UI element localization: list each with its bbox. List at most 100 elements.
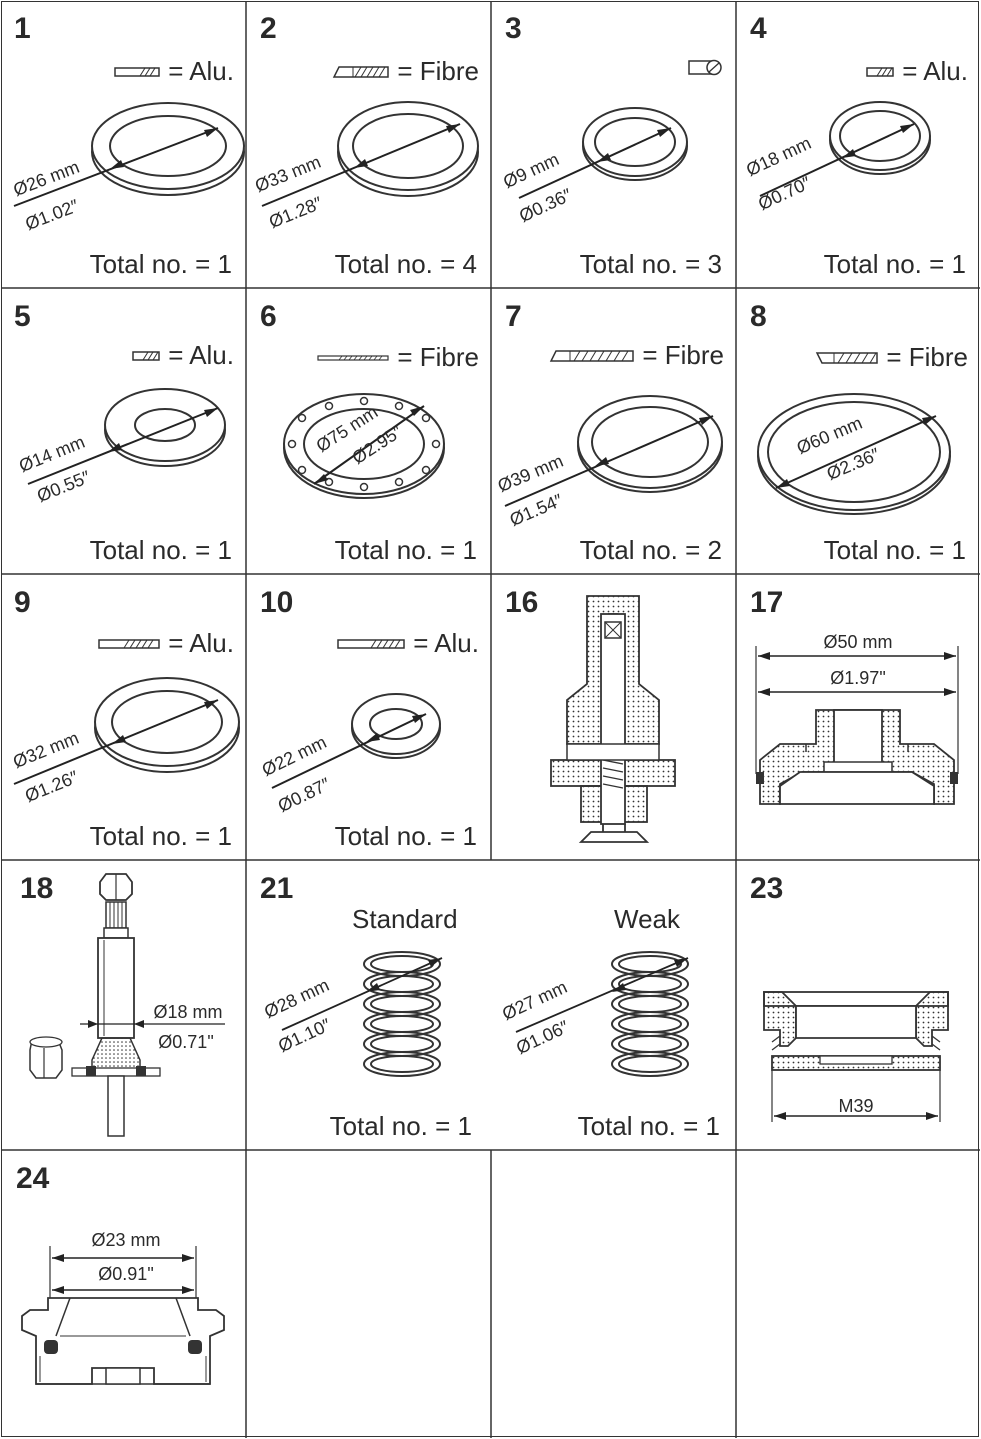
total-count: Total no. = 2 (579, 535, 722, 565)
valve-insert-drawing (550, 595, 676, 843)
part-cell-18: 18 Ø18 mm Ø0.71" (0, 860, 246, 1150)
standard-total-count: Total no. = 1 (329, 1111, 472, 1141)
total-count: Total no. = 1 (823, 249, 966, 279)
washer-drawing (759, 101, 931, 197)
part-number: 1 (14, 12, 31, 45)
fibre-section-icon (317, 354, 389, 361)
spindle-drawing (29, 873, 225, 1137)
part-number: 24 (16, 1162, 50, 1195)
part-cell-7: 7 = Fibre Ø39 mm Ø1.54″ Total no. = 2 (491, 288, 736, 574)
part-cell-10: 10 = Alu. Ø22 mm Ø0.87″ Total no. = 1 (246, 574, 491, 860)
material-label: = Alu. (168, 628, 234, 658)
material-label: = Fibre (397, 56, 479, 86)
material-label: = Alu. (168, 56, 234, 86)
empty-cell (491, 1150, 736, 1438)
part-number: 4 (750, 12, 767, 45)
part-cell-6: 6 = Fibre Ø75 mm Ø2.95″ Total no. = 1 (246, 288, 491, 574)
total-count: Total no. = 1 (89, 535, 232, 565)
total-count: Total no. = 1 (823, 535, 966, 565)
fibre-section-icon (550, 349, 635, 362)
diameter-inch: Ø0.91" (98, 1264, 154, 1284)
material-legend: = Fibre (317, 342, 479, 373)
springs-drawing (281, 951, 689, 1077)
part-number: 23 (750, 872, 784, 905)
material-legend: = Fibre (550, 340, 724, 371)
part-number: 6 (260, 300, 277, 333)
material-legend: = Fibre (333, 56, 479, 87)
material-label: = Fibre (397, 342, 479, 372)
part-cell-4: 4 = Alu. Ø18 mm Ø0.70″ Total no. = 1 (736, 0, 980, 288)
part-number: 2 (260, 12, 277, 45)
gasket-drawing (504, 395, 723, 507)
flange-gasket-drawing (283, 393, 445, 499)
weak-total-count: Total no. = 1 (577, 1111, 720, 1141)
part-number: 18 (20, 872, 54, 905)
material-legend: = Alu. (337, 628, 479, 659)
empty-cell (246, 1150, 491, 1438)
washer-drawing (271, 693, 441, 789)
gasket-drawing (261, 101, 479, 207)
weak-spring-label: Weak (614, 904, 680, 934)
part-cell-17: 17 Ø50 mm Ø1.97" (736, 574, 980, 860)
material-label: = Alu. (413, 628, 479, 658)
material-legend: = Alu. (114, 56, 234, 87)
alu-section-icon (98, 638, 160, 649)
alu-section-icon (866, 66, 894, 77)
diameter-inch: Ø0.71" (158, 1032, 214, 1052)
oring-section-icon (688, 59, 722, 76)
material-legend: = Alu. (132, 340, 234, 371)
part-cell-24: 24 Ø23 mm Ø0.91" (0, 1150, 246, 1438)
gasket-drawing (757, 393, 951, 515)
empty-cell (736, 1150, 980, 1438)
alu-section-icon (337, 638, 405, 649)
part-cell-5: 5 = Alu. Ø14 mm Ø0.55″ Total no. = 1 (0, 288, 246, 574)
bonnet-drawing (755, 646, 959, 805)
material-label: = Alu. (168, 340, 234, 370)
part-number: 16 (505, 586, 539, 619)
washer-drawing (27, 388, 226, 485)
alu-section-icon (132, 350, 160, 361)
material-label: = Fibre (642, 340, 724, 370)
part-cell-9: 9 = Alu. Ø32 mm Ø1.26″ Total no. = 1 (0, 574, 246, 860)
seat-ring-drawing (21, 1246, 225, 1385)
oring-drawing (518, 107, 688, 199)
seat-drawing (763, 991, 949, 1122)
part-number: 17 (750, 586, 784, 619)
part-cell-1: 1 = Alu. Ø26 mm Ø1.02″ Total no. = 1 (0, 0, 246, 288)
total-count: Total no. = 1 (334, 821, 477, 851)
total-count: Total no. = 4 (334, 249, 477, 279)
diameter-mm: Ø23 mm (91, 1230, 161, 1250)
part-number: 21 (260, 872, 294, 905)
part-cell-23: 23 M39 (736, 860, 980, 1150)
total-count: Total no. = 1 (89, 249, 232, 279)
material-legend: = Alu. (98, 628, 234, 659)
washer-drawing (13, 677, 240, 785)
diameter-inch: Ø1.97" (830, 668, 886, 688)
diameter-mm: Ø18 mm (153, 1002, 223, 1022)
part-cell-8: 8 = Fibre Ø60 mm Ø2.36″ Total no. = 1 (736, 288, 980, 574)
thread-size: M39 (838, 1096, 874, 1116)
part-number: 5 (14, 300, 31, 333)
part-number: 7 (505, 300, 522, 333)
fibre-section-icon (333, 65, 390, 78)
part-number: 9 (14, 586, 31, 619)
material-legend: = Fibre (816, 342, 968, 373)
total-count: Total no. = 3 (579, 249, 722, 279)
material-label: = Fibre (886, 342, 968, 372)
diameter-mm: Ø50 mm (823, 632, 893, 652)
part-cell-2: 2 = Fibre Ø33 mm Ø1.28″ Total no. = 4 (246, 0, 491, 288)
part-number: 8 (750, 300, 767, 333)
material-legend: = Alu. (866, 56, 968, 87)
material-label: = Alu. (902, 56, 968, 86)
part-number: 3 (505, 12, 522, 45)
washer-drawing (13, 102, 245, 207)
part-cell-21: 21 Standard Weak (246, 860, 736, 1150)
fibre-section-icon (816, 351, 879, 364)
alu-section-icon (114, 66, 160, 77)
part-number: 10 (260, 586, 294, 619)
part-cell-3: 3 Ø9 mm Ø0.36″ Total no. = 3 (491, 0, 736, 288)
total-count: Total no. = 1 (334, 535, 477, 565)
